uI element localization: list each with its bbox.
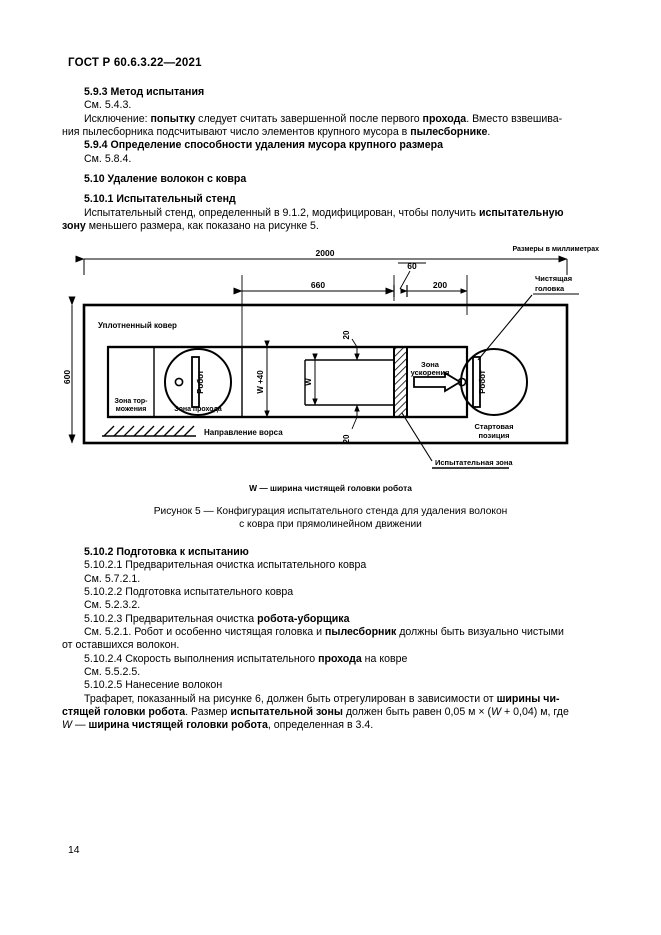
page-number: 14 [68, 845, 80, 856]
figure-caption: Рисунок 5 — Конфигурация испытательного … [62, 505, 599, 531]
standard-header: ГОСТ Р 60.6.3.22—2021 [68, 57, 202, 69]
figure-5: Размеры в миллиметрах 2000 660 [62, 243, 599, 538]
paragraph-5-10-2-5: Трафарет, показанный на рисунке 6, долже… [84, 692, 560, 705]
ref-5-2-3-2: См. 5.2.3.2. [84, 599, 141, 612]
ref-5-4-3: См. 5.4.3. [84, 99, 132, 112]
dim-20-top-label: 20 [342, 330, 351, 339]
dim-60-label: 60 [407, 261, 417, 271]
start-position-label-line2: позиция [479, 431, 510, 440]
pile-direction-label: Направление ворса [204, 428, 283, 437]
heading-5-10-1: 5.10.1 Испытательный стенд [84, 193, 236, 206]
carpet-label: Уплотненный ковер [98, 321, 177, 330]
heading-5-10-2-1: 5.10.2.1 Предварительная очистка испытат… [84, 559, 367, 572]
dim-w-plus-40-label: W +40 [256, 370, 265, 394]
pass-zone-label: Зона прохода [174, 406, 222, 413]
heading-5-9-3: 5.9.3 Метод испытания [84, 86, 205, 98]
paragraph-5-9-3-exception: Исключение: попытку следует считать заве… [84, 112, 563, 125]
robot-left-label: Робот [196, 370, 205, 394]
test-bench-diagram: 2000 660 60 200 600 [62, 248, 579, 469]
paragraph-5-10-2-3-cont: от оставшихся волокон. [62, 639, 180, 652]
test-zone-label: Испытательная зона [435, 458, 513, 467]
heading-5-10-2-3: 5.10.2.3 Предварительная очистка робота-… [84, 612, 350, 625]
paragraph-5-10-2-5-cont: стящей головки робота. Размер испытатель… [62, 706, 569, 719]
document-body-lower: 5.10.2 Подготовка к испытанию 5.10.2.1 П… [62, 546, 599, 733]
paragraph-5-10-2-3: См. 5.2.1. Робот и особенно чистящая гол… [84, 626, 564, 639]
robot-right-label: Робот [478, 370, 487, 394]
heading-5-10-2-4: 5.10.2.4 Скорость выполнения испытательн… [84, 652, 408, 665]
accel-zone-label-line1: Зона [421, 360, 440, 369]
cleaning-head-label-line2: головка [535, 284, 565, 293]
braking-zone-label-line2: можения [116, 406, 147, 413]
accel-zone-label-line2: ускорения [411, 368, 450, 377]
dim-2000-label: 2000 [316, 248, 335, 258]
start-position-label-line1: Стартовая [475, 422, 514, 431]
cleaning-head-label-line1: Чистящая [535, 274, 572, 283]
heading-5-10-2: 5.10.2 Подготовка к испытанию [84, 546, 249, 558]
paragraph-5-10-1-cont: зону меньшего размера, как показано на р… [62, 220, 319, 233]
spacer [62, 166, 599, 173]
heading-5-10: 5.10 Удаление волокон с ковра [84, 173, 247, 186]
dim-600-label: 600 [62, 370, 72, 384]
dim-200-label: 200 [433, 280, 447, 290]
paragraph-5-9-3-exception-cont: ния пылесборника подсчитывают число элем… [62, 126, 491, 139]
figure-caption-line-2: с ковра при прямолинейном движении [239, 519, 422, 530]
document-body: 5.9.3 Метод испытания См. 5.4.3. Исключе… [62, 86, 599, 233]
figure-legend: W — ширина чистящей головки робота [249, 483, 412, 493]
heading-5-10-2-2: 5.10.2.2 Подготовка испытательного ковра [84, 586, 294, 599]
figure-caption-line-1: Рисунок 5 — Конфигурация испытательного … [153, 506, 508, 517]
braking-zone-label-line1: Зона тор- [115, 398, 149, 405]
ref-5-8-4: См. 5.8.4. [84, 152, 132, 165]
dim-660-label: 660 [311, 280, 325, 290]
paragraph-5-10-1: Испытательный стенд, определенный в 9.1.… [84, 206, 564, 219]
heading-5-9-4: 5.9.4 Определение способности удаления м… [84, 139, 443, 152]
figure-units-note: Размеры в миллиметрах [512, 246, 599, 253]
ref-5-5-2-5: См. 5.5.2.5. [84, 666, 141, 679]
paragraph-5-10-2-5-cont2: W — ширина чистящей головки робота, опре… [62, 719, 374, 732]
dim-w-label: W [304, 378, 313, 386]
dim-20-bottom-label: 20 [342, 434, 351, 443]
heading-5-10-2-5: 5.10.2.5 Нанесение волокон [84, 679, 223, 692]
spacer [62, 186, 599, 193]
ref-5-7-2-1: См. 5.7.2.1. [84, 572, 141, 585]
